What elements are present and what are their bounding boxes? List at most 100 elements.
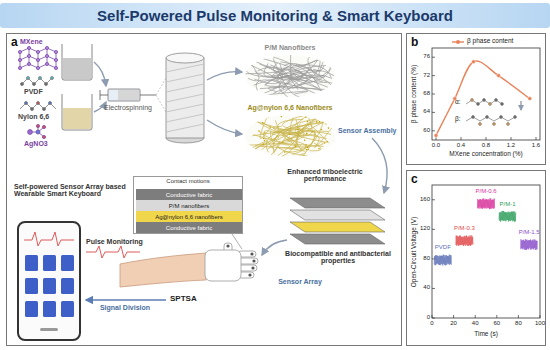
- step-label: Sensor Assembly: [338, 127, 397, 134]
- silver-particle: [252, 122, 254, 124]
- silver-particle: [316, 121, 318, 123]
- silver-particle: [304, 155, 306, 157]
- beaker: [63, 108, 91, 129]
- tick-label: 40: [472, 320, 479, 326]
- silver-particle: [305, 117, 307, 119]
- tick-mark: [432, 288, 435, 289]
- silver-particle: [258, 130, 260, 132]
- alpha-beta-molecules: [477, 103, 480, 106]
- sensor-device: [290, 222, 385, 232]
- nanofiber: [287, 140, 306, 155]
- tick-label: 80: [515, 320, 522, 326]
- silver-particle: [306, 133, 308, 135]
- silver-particle: [295, 146, 297, 148]
- silver-particle: [307, 121, 309, 123]
- nylon-molecule: [20, 102, 56, 111]
- nanofiber: [282, 116, 328, 132]
- nanofiber: [245, 56, 259, 81]
- tick-mark: [461, 137, 462, 140]
- voltage-signal: [477, 198, 494, 209]
- tick-label: 80: [423, 255, 430, 261]
- mxene-structure: [45, 46, 48, 49]
- smartphone: [18, 222, 80, 340]
- nanofiber: [276, 56, 321, 84]
- property-label: Enhanced triboelectric performance: [269, 168, 381, 182]
- silver-particle: [324, 142, 326, 144]
- axis-title: Time (s): [474, 330, 498, 337]
- material-label: Nylon 6,6: [18, 113, 49, 120]
- silver-particle: [264, 132, 266, 134]
- tick-label: 60: [423, 127, 430, 133]
- syringe: [156, 78, 166, 112]
- panel-letter: c: [411, 172, 418, 186]
- process-arrow: [207, 120, 242, 134]
- process-arrow: [207, 72, 242, 80]
- nanofiber: [274, 141, 280, 152]
- mxene-structure: [18, 58, 21, 61]
- process-arrow: [262, 240, 287, 255]
- silver-particle: [318, 154, 320, 156]
- nanofiber: [256, 80, 308, 92]
- forearm: [120, 253, 206, 287]
- tick-label: 100: [535, 320, 545, 326]
- axis-title: β phase content (%): [410, 65, 417, 123]
- tick-label: 40: [423, 284, 430, 290]
- nanofiber: [264, 60, 317, 77]
- silver-particle: [289, 133, 291, 135]
- plot-frame: [432, 185, 540, 318]
- nylon-molecule: [37, 102, 40, 105]
- process-arrow: [94, 62, 106, 86]
- silver-particle: [333, 140, 335, 142]
- process-label: Electrospinning: [104, 104, 152, 111]
- legend-swatch: [452, 38, 464, 46]
- tick-mark: [432, 315, 433, 318]
- application-label: Pulse Monitoring: [86, 238, 143, 245]
- device-name: SPTSA: [170, 294, 197, 303]
- data-curve: [436, 61, 530, 135]
- mxene-structure: [36, 50, 39, 53]
- alpha-beta-molecules: [521, 101, 522, 110]
- smartphone: [18, 222, 80, 340]
- silver-particle: [267, 155, 269, 157]
- smartphone: [43, 278, 56, 294]
- material-label: MXene: [20, 38, 43, 45]
- beaker: [63, 58, 91, 79]
- silver-particle: [307, 149, 309, 151]
- nanofiber: [246, 118, 256, 122]
- silver-particle: [312, 131, 314, 133]
- material-label: AgNO3: [24, 140, 48, 147]
- sensor-device: [290, 234, 385, 244]
- smartphone: [40, 328, 58, 331]
- phase-label: β:: [455, 115, 461, 122]
- data-point: [472, 60, 476, 64]
- nanofiber: [251, 142, 266, 152]
- pvdf-molecule: [33, 83, 36, 86]
- tick-mark: [518, 315, 519, 318]
- silver-particle: [324, 117, 326, 119]
- agno3-molecule: [36, 124, 39, 127]
- nanofiber-mat: [245, 55, 335, 97]
- alpha-beta-molecules: [479, 123, 482, 126]
- mxene-structure: [45, 54, 48, 57]
- sensor-glove: [250, 252, 253, 255]
- pvdf-molecule: [27, 77, 30, 80]
- silver-particle: [284, 151, 286, 153]
- alpha-beta-molecules: [493, 123, 496, 126]
- panel-letter: a: [11, 35, 18, 49]
- material-label: P/M Nanofibers: [265, 44, 316, 51]
- layer-label: P/M nanofibers: [169, 203, 209, 209]
- material-layer: Conductive fabric: [136, 222, 242, 233]
- tick-mark: [486, 137, 487, 140]
- sensor-glove: [252, 259, 255, 262]
- silver-particle: [262, 122, 264, 124]
- mxene-structure: [54, 66, 57, 69]
- pvdf-molecule: [51, 77, 54, 80]
- mxene-structure: [45, 62, 48, 65]
- pvdf-molecule: [39, 77, 42, 80]
- tick-label: 68: [423, 90, 430, 96]
- series-label: P/M-1: [500, 201, 516, 207]
- voltage-signal: [499, 211, 516, 222]
- silver-particle: [328, 127, 330, 129]
- nanofiber-mat: [245, 115, 335, 157]
- voltage-signal: [456, 235, 473, 246]
